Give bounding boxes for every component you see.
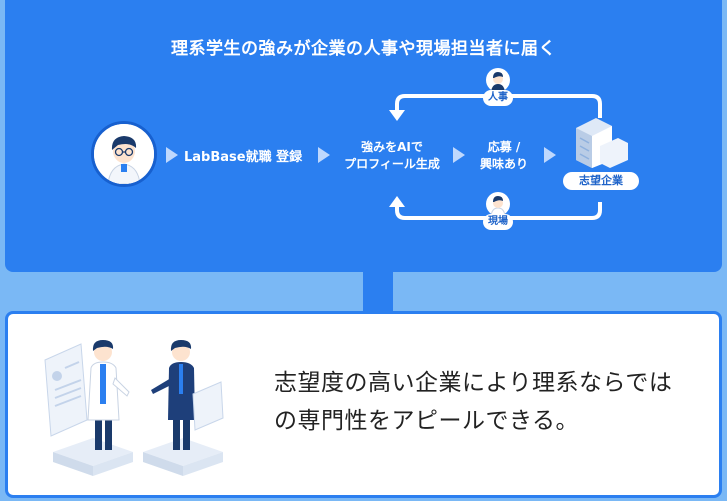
flow-arrow-2-icon [318, 147, 330, 163]
field-staff-label: 現場 [483, 214, 513, 230]
student-figure-icon [87, 340, 130, 450]
step-register: LabBase就職 登録 [184, 150, 303, 165]
company-label: 志望企業 [563, 172, 639, 190]
step-profile: 強みをAIで プロフィール生成 [337, 139, 447, 173]
result-panel: 志望度の高い企業により理系ならでは の専門性をアピールできる。 [5, 311, 722, 498]
step-apply-line1: 応募 / [487, 140, 521, 154]
student-icon [94, 124, 154, 184]
handshake-illustration [44, 340, 224, 476]
student-avatar [91, 121, 157, 187]
panel-connector [363, 271, 393, 313]
panel-title: 理系学生の強みが企業の人事や現場担当者に届く [171, 39, 556, 59]
step-profile-line2: プロフィール生成 [344, 157, 440, 171]
businessman-figure-icon [151, 340, 224, 450]
building-icon [576, 118, 628, 168]
top-arrowhead-icon [389, 110, 405, 121]
step-profile-line1: 強みをAIで [361, 140, 423, 154]
hr-label: 人事 [483, 90, 513, 106]
hr-avatar [486, 68, 510, 92]
result-line-1: 志望度の高い企業により理系ならでは [274, 370, 673, 396]
resume-document-icon [44, 343, 88, 437]
flow-arrow-4-icon [544, 147, 556, 163]
field-staff-avatar [486, 192, 510, 216]
flow-arrow-3-icon [453, 147, 465, 163]
result-text: 志望度の高い企業により理系ならでは の専門性をアピールできる。 [274, 364, 694, 440]
step-apply-line2: 興味あり [479, 157, 528, 171]
bottom-arrowhead-icon [389, 196, 405, 207]
flow-arrow-1-icon [166, 147, 178, 163]
step-apply: 応募 / 興味あり [470, 139, 538, 173]
field-staff-icon [490, 196, 506, 216]
result-line-2: の専門性をアピールできる。 [274, 408, 580, 434]
hr-person-icon [491, 72, 505, 92]
